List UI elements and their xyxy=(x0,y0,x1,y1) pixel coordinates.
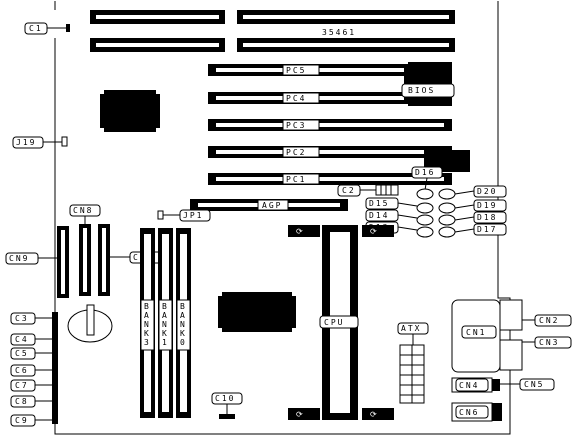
cn1-label: CN1 xyxy=(466,328,486,337)
svg-text:⟳: ⟳ xyxy=(370,410,379,419)
agp-label: AGP xyxy=(262,201,282,210)
atx-label: ATX xyxy=(401,324,421,333)
serial-connectors: CN1 CN2 CN3 xyxy=(451,299,572,373)
d14-label: D14 xyxy=(369,211,389,220)
cn8-callout: CN8 xyxy=(69,204,101,224)
left-capacitors xyxy=(52,312,58,424)
c7-label: C7 xyxy=(15,381,29,390)
cn4-callout: CN4 CN5 xyxy=(451,377,555,393)
d17-label: D17 xyxy=(477,225,497,234)
c10-callout: C10 xyxy=(211,392,243,419)
cn6-label: CN6 xyxy=(459,408,479,417)
south-chip xyxy=(218,292,296,332)
c2-callout: C2 xyxy=(337,184,399,197)
svg-text:⟳: ⟳ xyxy=(296,410,305,419)
j19-label: J19 xyxy=(16,138,36,147)
c1-label: C1 xyxy=(29,24,43,33)
c3-label: C3 xyxy=(15,314,29,323)
c3-callout: C3 xyxy=(10,312,52,325)
drive-connectors xyxy=(57,224,110,298)
c8-label: C8 xyxy=(15,397,29,406)
jp1-callout: JP1 xyxy=(157,209,211,222)
c4-callout: C4 xyxy=(10,333,52,346)
d20-label: D20 xyxy=(477,187,497,196)
cn9-label: CN9 xyxy=(9,254,29,263)
d15-callout: D15 xyxy=(365,197,418,210)
c9-label: C9 xyxy=(15,416,29,425)
cn4-label: CN4 xyxy=(459,381,479,390)
agp-slot: AGP xyxy=(190,199,348,211)
bios-chip: BIOS xyxy=(401,62,455,106)
d20-callout: D20 xyxy=(454,185,507,198)
d19-callout: D19 xyxy=(454,199,507,212)
c8-callout: C8 xyxy=(10,395,52,408)
cn8-label: CN8 xyxy=(73,206,93,215)
pc4-label: PC4 xyxy=(286,94,306,103)
cn5-label: CN5 xyxy=(524,380,544,389)
d19-label: D19 xyxy=(477,201,497,210)
battery xyxy=(67,304,113,343)
c6-callout: C6 xyxy=(10,364,52,377)
isa-slots: 35461 xyxy=(90,10,455,52)
d16-label: D16 xyxy=(415,168,435,177)
c9-callout: C9 xyxy=(10,414,52,427)
c7-callout: C7 xyxy=(10,379,52,392)
cn3-label: CN3 xyxy=(539,338,559,347)
d18-callout: D18 xyxy=(454,211,507,224)
pc3-label: PC3 xyxy=(286,121,306,130)
j19-callout: J19 xyxy=(12,136,68,149)
c5-label: C5 xyxy=(15,349,29,358)
d17-callout: D17 xyxy=(454,223,507,236)
c6-label: C6 xyxy=(15,366,29,375)
bios-label: BIOS xyxy=(408,86,435,95)
north-chip xyxy=(100,90,160,132)
c2-label: C2 xyxy=(342,186,356,195)
c10-label: C10 xyxy=(215,394,235,403)
svg-text:⟳: ⟳ xyxy=(370,227,379,236)
pci-slots: PC5 PC4 PC3 PC2 PC1 xyxy=(208,64,452,185)
d14-callout: D14 xyxy=(365,209,418,222)
d18-label: D18 xyxy=(477,213,497,222)
isa-part-number: 35461 xyxy=(322,28,356,37)
pc2-label: PC2 xyxy=(286,148,306,157)
pc5-label: PC5 xyxy=(286,66,306,75)
pc1-label: PC1 xyxy=(286,175,306,184)
cpu-label: CPU xyxy=(324,318,344,327)
cn6-callout: CN6 xyxy=(451,402,502,422)
c5-callout: C5 xyxy=(10,347,52,360)
cn9-callout: CN9 xyxy=(5,252,57,265)
d16-callout: D16 xyxy=(411,166,443,191)
led-array xyxy=(416,188,456,238)
d15-label: D15 xyxy=(369,199,389,208)
cn2-label: CN2 xyxy=(539,316,559,325)
jp1-label: JP1 xyxy=(183,211,203,220)
svg-text:⟳: ⟳ xyxy=(296,227,305,236)
cpu-slot: ⟳ ⟳ ⟳ ⟳ CPU xyxy=(288,225,394,420)
c1-callout: C1 xyxy=(24,22,70,35)
c4-label: C4 xyxy=(15,335,29,344)
atx-connector: ATX xyxy=(397,322,429,404)
